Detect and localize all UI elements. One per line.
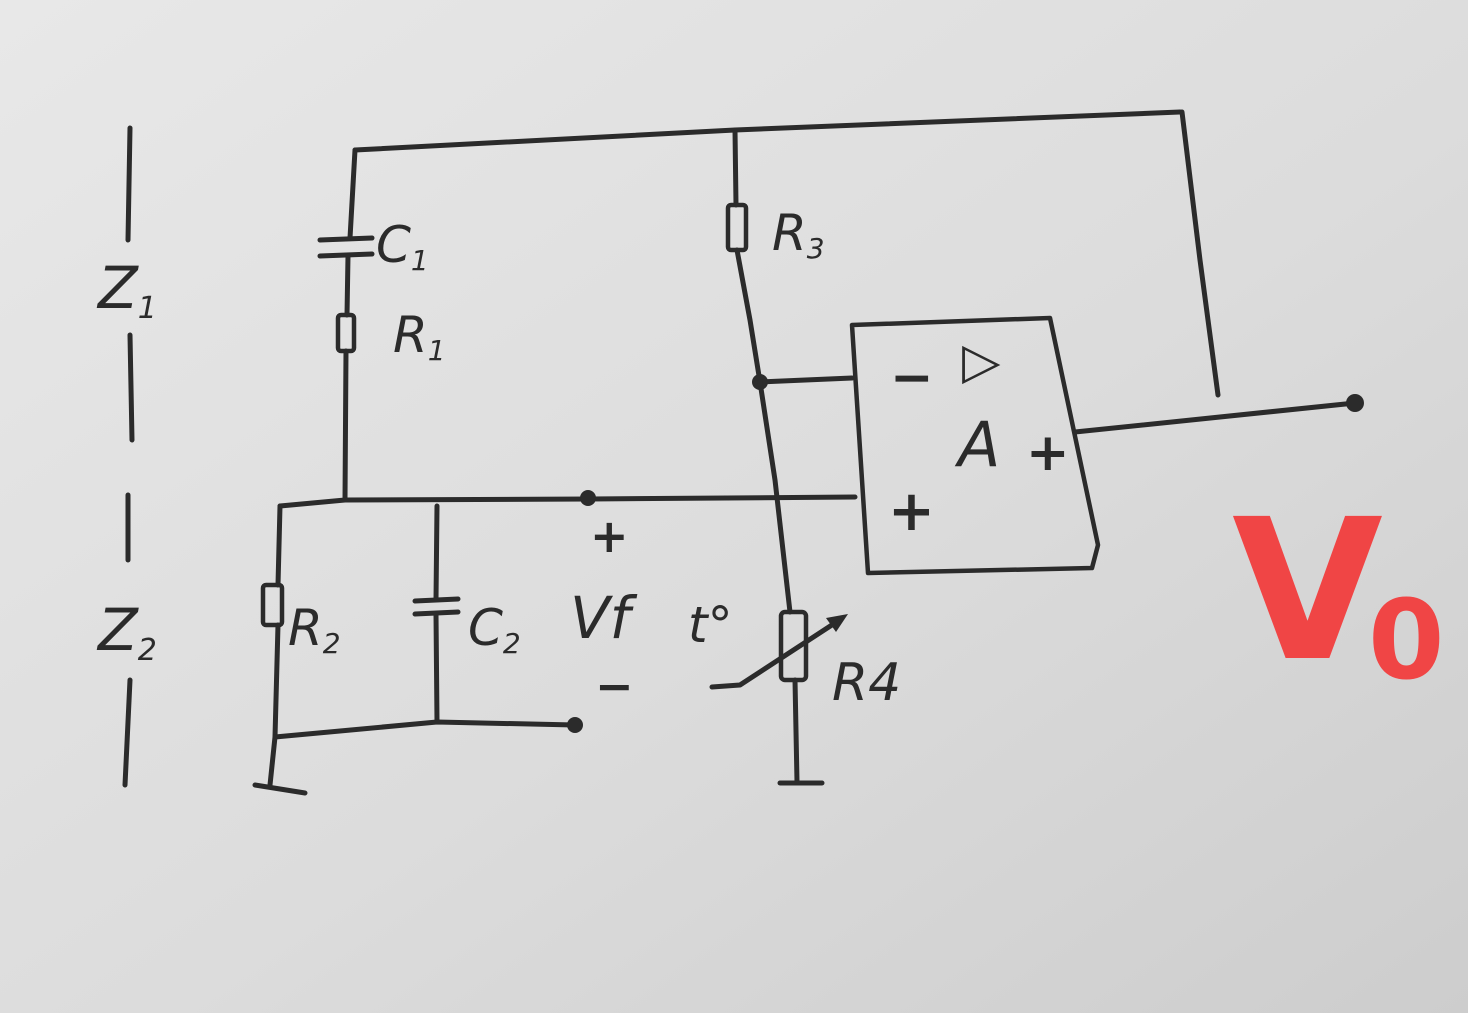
r4-label: R4 [832,653,901,713]
r2-resistor [260,582,285,628]
c1-label: C1 [376,216,429,277]
vf-negative-terminal [567,717,583,733]
output-voltage-label: V [1232,477,1383,704]
c2-plate-top [412,596,461,604]
parallel-branch-r2-c2: R2 C2 [252,503,583,796]
output-terminal [1346,394,1364,412]
inverting-input-wire [757,375,855,385]
r1-lead-bottom [342,348,349,503]
c1-r1-link [344,253,351,318]
c1-lead-top [347,147,358,241]
negative-node-wire [272,719,578,740]
c1-plate-top [317,235,375,243]
z2-label: Z2 [96,596,157,668]
r3-lead-top [732,127,739,208]
c2-label: C2 [468,599,521,660]
feedback-wire [1179,109,1221,398]
op-amp-output-sign: + [1026,423,1070,483]
r2-label: R2 [288,599,341,660]
c2-lead-bottom [433,611,440,725]
r1-label: R1 [393,306,446,367]
vf-positive-terminal [580,490,596,506]
op-amp-symbol-icon: ▷ [962,332,1001,390]
negative-feedback-branch: R3 t° R4 [688,127,901,786]
z1-label: Z1 [96,254,157,326]
vf-minus-sign: − [595,659,634,713]
c2-lead-top [433,503,440,603]
r3-r4-link [757,379,793,615]
divider-segment [125,125,133,243]
op-amp-gain-label: A [954,408,1000,481]
r4-lead-bottom [792,677,800,785]
op-amp: − ▷ A + + [849,315,1101,576]
thermistor-arrow-icon [826,614,848,632]
r3-lead-bottom [734,247,763,385]
thermistor-symbol-label: t° [688,596,733,654]
vf-label: Vf [570,584,638,652]
ground-symbol-left [252,782,308,796]
divider-segment [122,677,133,788]
impedance-divider: Z1 Z2 [96,125,157,788]
op-amp-inverting-sign: − [890,348,934,408]
ground-lead-left [267,734,278,788]
vf-plus-sign: + [590,509,629,563]
output-voltage-subscript: 0 [1368,576,1445,704]
series-branch-c1-r1: C1 R1 [317,147,446,503]
r2-lead-bottom [272,622,281,740]
output-wire [1072,400,1358,435]
feedback-voltage: + Vf − [570,509,638,713]
thermistor-slash [709,618,841,690]
r3-label: R3 [772,204,825,265]
divider-segment [127,332,135,443]
op-amp-body [849,315,1101,576]
r2-lead-top [275,503,283,588]
positive-node-wire [277,494,858,509]
op-amp-non-inverting-sign: + [888,479,935,544]
